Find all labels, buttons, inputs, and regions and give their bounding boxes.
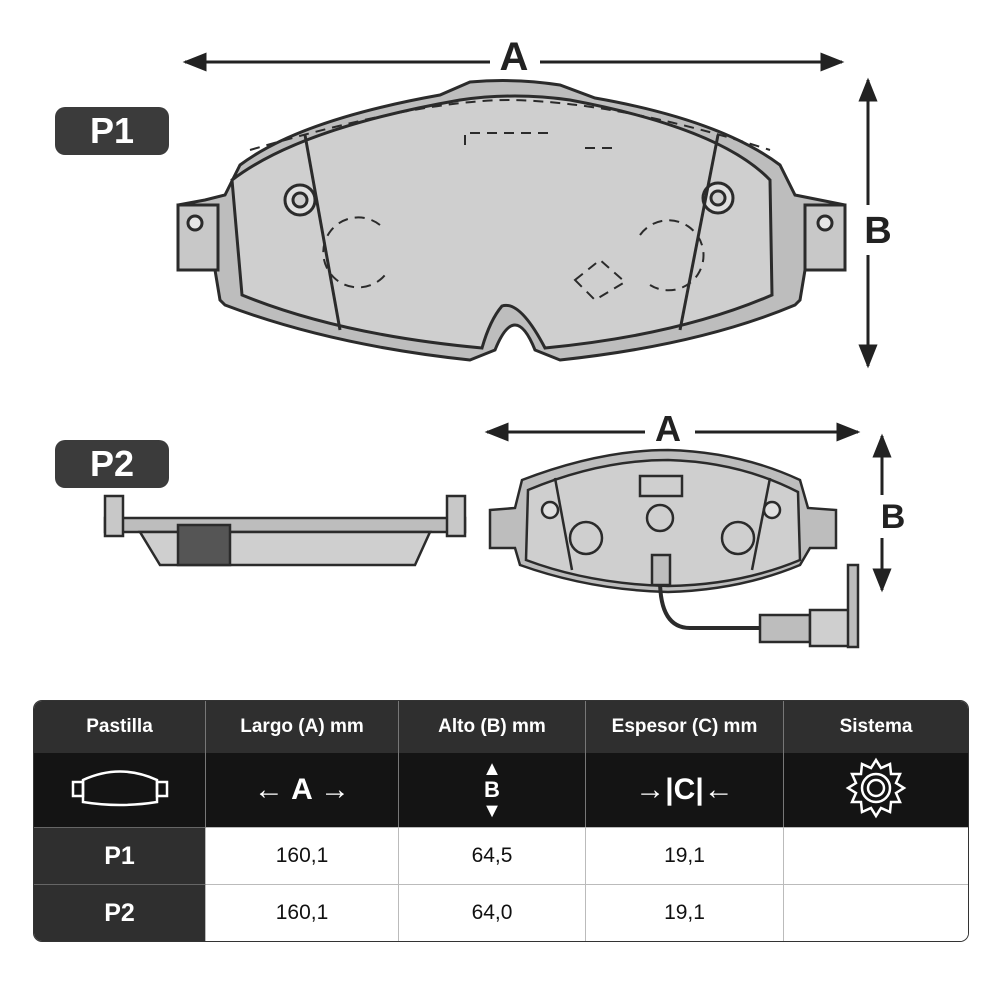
table-icon-row: ← A → ▲ B ▼ →|C|←	[34, 753, 968, 827]
row-p2-sistema	[784, 884, 968, 941]
dimension-a-label-p1: A	[500, 35, 529, 79]
row-p2-largo: 160,1	[206, 884, 399, 941]
header-alto: Alto (B) mm	[399, 701, 586, 753]
row-p2-name: P2	[34, 884, 206, 941]
icon-letter-c: C	[673, 773, 696, 806]
row-p1-espesor: 19,1	[586, 827, 784, 884]
row-p2-alto: 64,0	[399, 884, 586, 941]
header-sistema: Sistema	[784, 701, 968, 753]
dimension-b-label-p1: B	[864, 210, 891, 252]
technical-drawing: A B A B	[103, 35, 906, 649]
header-largo: Largo (A) mm	[206, 701, 399, 753]
header-pastilla: Pastilla	[34, 701, 206, 753]
pad-p2-front-drawing	[488, 448, 860, 649]
table-header-row: Pastilla Largo (A) mm Alto (B) mm Espeso…	[34, 701, 968, 753]
table-row: P2 160,1 64,0 19,1	[34, 884, 968, 941]
header-espesor: Espesor (C) mm	[586, 701, 784, 753]
label-p1: P1	[55, 107, 169, 155]
pad-p2-side-drawing	[103, 494, 467, 567]
dimension-a-label-p2: A	[655, 408, 681, 449]
gear-icon	[784, 753, 968, 827]
height-arrows-icon: ▲ B ▼	[399, 753, 586, 827]
specifications-table: Pastilla Largo (A) mm Alto (B) mm Espeso…	[34, 701, 968, 941]
row-p1-alto: 64,5	[399, 827, 586, 884]
label-p2: P2	[55, 440, 169, 488]
row-p1-sistema	[784, 827, 968, 884]
icon-letter-b: B	[484, 777, 500, 802]
row-p1-largo: 160,1	[206, 827, 399, 884]
pad-p1-drawing	[176, 79, 847, 362]
width-arrows-icon: ← A →	[206, 753, 399, 827]
thickness-arrows-icon: →|C|←	[586, 753, 784, 827]
table-row: P1 160,1 64,5 19,1	[34, 827, 968, 884]
brake-pad-icon	[34, 753, 206, 827]
row-p2-espesor: 19,1	[586, 884, 784, 941]
icon-letter-a: A	[291, 773, 312, 806]
dimension-b-label-p2: B	[881, 498, 906, 536]
row-p1-name: P1	[34, 827, 206, 884]
